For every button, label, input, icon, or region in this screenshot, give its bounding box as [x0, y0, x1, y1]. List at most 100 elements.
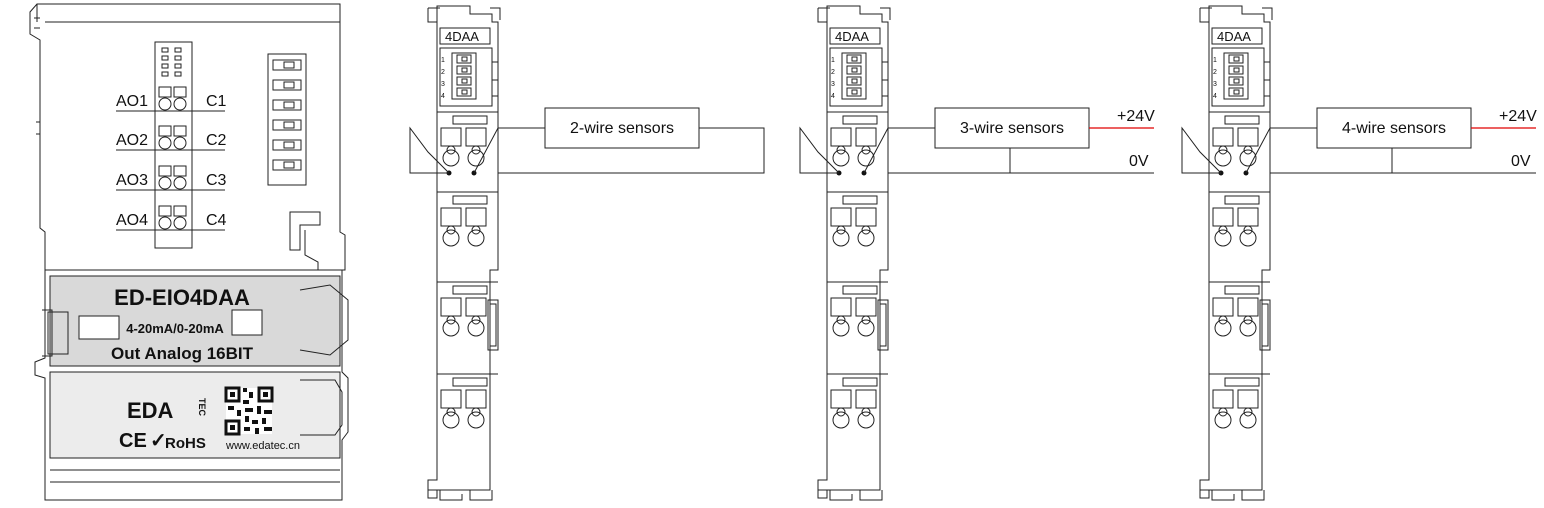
terminal-spring	[1218, 145, 1228, 155]
terminal-wire-entry	[832, 319, 850, 337]
terminal-push-button	[1237, 297, 1259, 317]
led-number: 1	[831, 57, 835, 64]
output-label-ao1: AO1	[116, 93, 148, 110]
module-label-box	[1211, 27, 1263, 45]
terminal-push-button	[440, 127, 462, 147]
led-number: 2	[831, 69, 835, 76]
led-number: 2	[441, 69, 445, 76]
rohs-mark: RoHS	[165, 435, 206, 452]
terminal-spring	[861, 407, 871, 417]
terminal-spring	[836, 407, 846, 417]
module-outline	[1199, 5, 1271, 499]
wire-to-sensor	[473, 127, 545, 174]
side-latch-inner	[879, 303, 887, 347]
wire-to-sensor	[1245, 127, 1317, 174]
led-indicator	[846, 87, 862, 97]
terminal-tab	[842, 195, 878, 205]
module-outline	[817, 5, 889, 499]
led-housing	[841, 52, 867, 100]
terminal-push-button	[830, 207, 852, 227]
led-indicator	[846, 65, 862, 75]
terminal-spring	[446, 407, 456, 417]
led-housing	[451, 52, 477, 100]
rail-clip-top	[818, 7, 891, 20]
led-indicator-dot	[1233, 56, 1240, 62]
ground-voltage-label: 0V	[1129, 153, 1149, 170]
terminal-push-button	[440, 297, 462, 317]
sensor-box	[1316, 107, 1472, 149]
output-label-ao3: AO3	[116, 172, 148, 189]
rail-clip-bottom	[818, 489, 883, 501]
terminal-tab	[842, 285, 878, 295]
terminal-wire-entry	[832, 411, 850, 429]
led-indicator-dot	[1233, 89, 1240, 95]
sensor-box	[544, 107, 700, 149]
terminal-spring	[446, 315, 456, 325]
terminal-push-button	[830, 127, 852, 147]
terminal-spring	[471, 225, 481, 235]
module-front-view: AO1 C1 AO2 C2 AO3 C3 AO4 C4 ED-EIO4DAA 4…	[29, 3, 349, 501]
qr-code-icon	[224, 386, 274, 436]
terminal-spring	[861, 145, 871, 155]
module-label: 4DAA	[1217, 29, 1251, 44]
terminal-spring	[1218, 407, 1228, 417]
led-indicator	[846, 54, 862, 64]
terminal-wire-entry	[832, 149, 850, 167]
led-number: 2	[1213, 69, 1217, 76]
terminal-spring	[861, 315, 871, 325]
terminal-spring	[861, 225, 871, 235]
terminal-push-button	[855, 297, 877, 317]
terminal-spring	[471, 407, 481, 417]
terminal-push-button	[1212, 297, 1234, 317]
common-label-c1: C1	[206, 93, 227, 110]
terminal-push-button	[465, 389, 487, 409]
terminal-wire-entry	[857, 319, 875, 337]
terminal-wire-entry	[442, 229, 460, 247]
led-indicator	[456, 87, 472, 97]
led-number: 1	[1213, 57, 1217, 64]
led-indicator	[1228, 76, 1244, 86]
terminal-push-button	[440, 389, 462, 409]
rail-clip-bottom	[1200, 489, 1265, 501]
wire-loop-left	[799, 126, 840, 174]
led-indicator-dot	[461, 67, 468, 73]
wire-loop-left	[409, 126, 450, 174]
output-label-ao4: AO4	[116, 212, 148, 229]
led-indicator	[1228, 87, 1244, 97]
terminal-spring	[836, 225, 846, 235]
terminal-spring	[1243, 407, 1253, 417]
side-latch	[1259, 299, 1271, 351]
ground-wire	[1391, 148, 1536, 174]
terminal-wire-entry	[1239, 229, 1257, 247]
terminal-push-button	[855, 207, 877, 227]
model-name: ED-EIO4DAA	[114, 285, 250, 310]
terminal-spring	[1243, 225, 1253, 235]
led-number: 1	[441, 57, 445, 64]
terminal-push-button	[465, 207, 487, 227]
supply-voltage-label: +24V	[1499, 108, 1537, 125]
terminal-wire-entry	[1214, 319, 1232, 337]
led-indicator-dot	[851, 67, 858, 73]
sensor-label: 3-wire sensors	[960, 120, 1064, 137]
terminal-tab	[452, 195, 488, 205]
led-indicator-dot	[851, 56, 858, 62]
terminal-tab	[452, 115, 488, 125]
module-label: 4DAA	[835, 29, 869, 44]
led-indicator-dot	[1233, 78, 1240, 84]
brand-suffix: TEC	[197, 398, 207, 417]
terminal-spring	[471, 315, 481, 325]
side-latch	[487, 299, 499, 351]
terminal-push-button	[830, 389, 852, 409]
led-indicator-dot	[851, 78, 858, 84]
terminal-spring	[836, 315, 846, 325]
rail-clip-top	[1200, 7, 1273, 20]
common-label-c2: C2	[206, 132, 227, 149]
led-indicator-dot	[461, 56, 468, 62]
led-indicator-dot	[1233, 67, 1240, 73]
led-number: 4	[441, 93, 445, 100]
terminal-wire-entry	[857, 149, 875, 167]
connector-block	[267, 53, 307, 186]
terminal-wire-entry	[1239, 319, 1257, 337]
